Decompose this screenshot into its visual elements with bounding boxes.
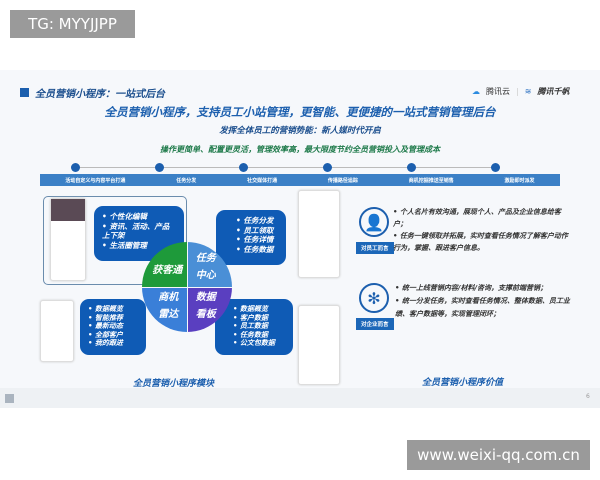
phone-screenshot (50, 198, 86, 281)
modules-caption: 全员营销小程序模块 (133, 379, 215, 389)
enterprise-points: • 统一上线营销内容/材料/咨询，支撑前端营销； • 统一分发任务，实时查看任务… (395, 282, 570, 321)
module-item: • 数据概览 (88, 305, 123, 313)
quadrant-q3[interactable]: 商机雷达 (142, 287, 187, 332)
module-item: • 客户数据 (233, 313, 268, 322)
slide-subtitle: 发挥全体员工的营销势能：新人媒时代开启 (219, 126, 381, 136)
phone-screenshot (298, 305, 340, 385)
module-item: • 任务详情 (236, 235, 274, 244)
slide-footer (0, 388, 600, 408)
module-item: • 个性化编辑 (102, 212, 147, 221)
timeline-label: 活动自定义与内容平台打通 (65, 177, 126, 184)
module-item: • 最新动态 (88, 322, 123, 330)
value-point: • 个人名片有效沟通，展现个人、产品及企业信息给客户； (393, 208, 561, 228)
timeline-dot (491, 163, 500, 172)
slide-tagline: 操作更简单、配置更灵活，管理效率高，最大限度节约全员营销投入及管理成本 (160, 145, 440, 154)
module-item: • 任务数据 (233, 330, 268, 339)
timeline-dot (407, 163, 416, 172)
employee-points: • 个人名片有效沟通，展现个人、产品及企业信息给客户； • 任务一键领取并拓展，… (393, 206, 573, 254)
footer-logo-icon (5, 394, 14, 403)
value-point: • 统一上线营销内容/材料/咨询，支撑前端营销； (395, 284, 548, 292)
module-box-q3: • 数据概览 • 智能推荐 • 最新动态 • 全部客户 • 我的跟进 (80, 299, 146, 355)
value-point: • 任务一键领取并拓展，实时查看任务情况了解客户动作行为，掌握、跟进客户信息。 (393, 232, 568, 252)
slide-header: 全员营销小程序：一站式后台 (35, 89, 165, 100)
module-item: • 任务分发 (236, 216, 274, 225)
selection-outline (43, 196, 187, 285)
employee-tag: 对员工而言 (356, 242, 394, 254)
timeline-label: 任务分发 (176, 177, 197, 184)
module-item: • 我的跟进 (88, 339, 123, 347)
slide: 全员营销小程序：一站式后台 ☁ 腾讯云 | ≋ 腾讯千帆 全员营销小程序，支持员… (0, 70, 600, 408)
timeline-label: 商机挖掘推送至销售 (408, 177, 454, 184)
enterprise-tag: 对企业而言 (356, 318, 394, 330)
module-item: • 资讯、活动、产品上下架 (102, 221, 170, 241)
employee-icon: 👤 (359, 207, 389, 237)
timeline-dot (323, 163, 332, 172)
qianfan-logo-icon: ≋ (524, 87, 532, 96)
logo-qianfan: 腾讯千帆 (537, 87, 570, 96)
timeline-label: 社交媒体打通 (247, 177, 278, 184)
timeline-label: 传播路径追踪 (327, 177, 358, 184)
module-item: • 员工数据 (233, 322, 268, 330)
cloud-logo-icon: ☁ (472, 87, 480, 96)
phone-screenshot (298, 190, 340, 278)
module-item: • 数据概览 (233, 305, 268, 313)
module-circle: 获客通 任务中心 商机雷达 数据看板 (142, 242, 232, 332)
module-item: • 员工领取 (236, 225, 274, 235)
header-marker-icon (20, 88, 29, 97)
page-number: 6 (586, 393, 590, 400)
module-item: • 生活圈管理 (102, 240, 147, 250)
timeline-dot (239, 163, 248, 172)
module-item: • 智能推荐 (88, 313, 123, 322)
quadrant-q1[interactable]: 获客通 (142, 242, 187, 287)
module-item: • 任务数据 (236, 244, 274, 254)
module-item: • 公文包数据 (233, 339, 275, 347)
logo-tencent-cloud: 腾讯云 (486, 87, 510, 96)
quadrant-q4[interactable]: 数据看板 (187, 287, 232, 332)
timeline-line (75, 167, 495, 168)
watermark-top: TG: MYYJJPP (10, 10, 135, 38)
timeline-dot (71, 163, 80, 172)
module-item: • 全部客户 (88, 330, 123, 339)
network-icon: ✻ (359, 283, 389, 313)
slide-title: 全员营销小程序，支持员工小站管理，更智能、更便捷的一站式营销管理后台 (104, 105, 496, 119)
timeline-bar: 活动自定义与内容平台打通 任务分发 社交媒体打通 传播路径追踪 商机挖掘推送至销… (40, 174, 560, 186)
value-point: • 统一分发任务，实时查看任务情况、整体数据、员工业绩、客户数据等，实现管理闭环… (395, 297, 570, 318)
phone-screenshot (40, 300, 74, 362)
timeline-label: 激励即时派发 (504, 177, 535, 184)
watermark-bottom: www.weixi-qq.com.cn (407, 440, 590, 470)
value-caption: 全员营销小程序价值 (422, 378, 504, 388)
logos: ☁ 腾讯云 | ≋ 腾讯千帆 (472, 87, 570, 96)
timeline-dot (155, 163, 164, 172)
quadrant-q2[interactable]: 任务中心 (187, 242, 232, 287)
